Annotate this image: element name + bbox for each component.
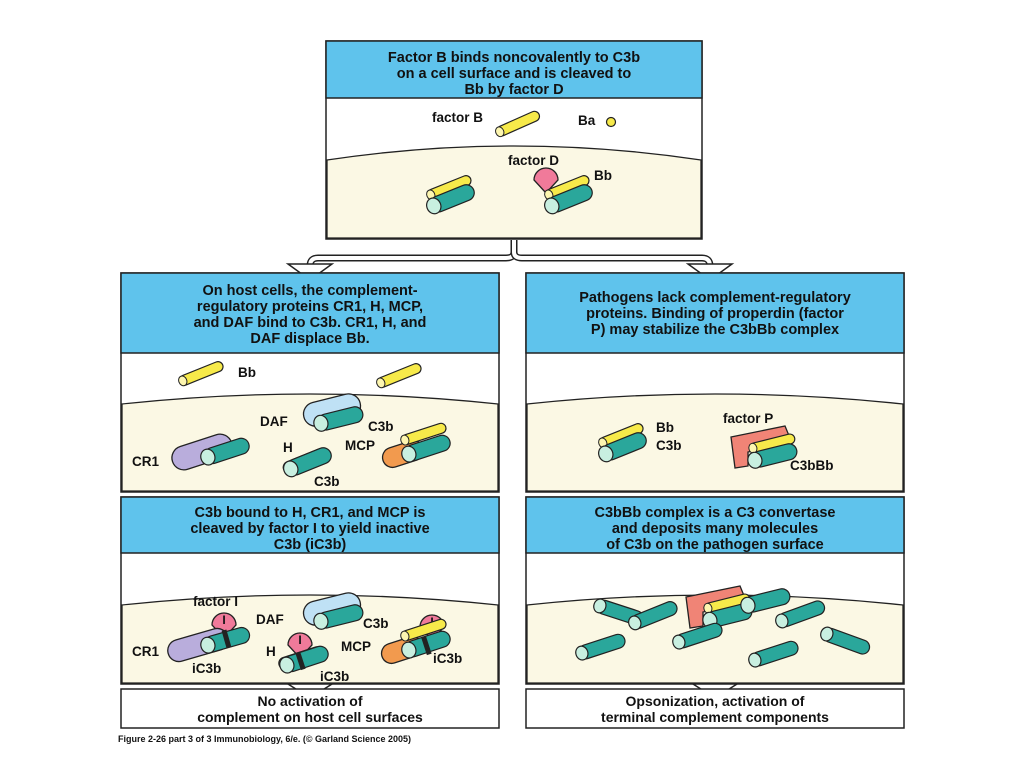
daf-label: DAF (260, 414, 288, 429)
c3b-label-cleavage: C3b (363, 616, 389, 631)
host-result-line-1: No activation of (257, 693, 362, 709)
convertase-panel-title-line-1: C3bBb complex is a C3 convertase (595, 505, 836, 521)
ba-label: Ba (578, 113, 596, 128)
pathogen-panel-title-line-3: P) may stabilize the C3bBb complex (591, 322, 839, 338)
h-label-cleavage: H (266, 644, 276, 659)
factor-d-enzyme (533, 167, 559, 194)
pathogen-panel-title-line-1: Pathogens lack complement-regulatory (579, 290, 851, 306)
top-panel-title-box (325, 40, 703, 99)
cell-surface (326, 145, 702, 239)
daf-c3b-complex (302, 393, 366, 434)
bb-label-host: Bb (238, 365, 256, 380)
pathogen-result-line-1: Opsonization, activation of (626, 693, 805, 709)
host-panel-title-box (120, 272, 500, 354)
pathogen-result-line-2: terminal complement components (601, 709, 829, 725)
host-panel-title-line-4: DAF displace Bb. (250, 331, 369, 347)
mcp-c3b-complex (381, 421, 453, 469)
ic3b-label-mcp: iC3b (433, 651, 462, 666)
factor-p-label: factor P (723, 411, 773, 426)
pathogen-surface (526, 393, 904, 492)
host-panel-title-line-2: regulatory proteins CR1, H, MCP, (197, 299, 423, 315)
cleavage-panel-title-line-2: cleaved by factor I to yield inactive (190, 521, 429, 537)
properdin-complex (730, 425, 800, 471)
factor-i-marker-cr1: I (222, 613, 225, 627)
cleavage-panel: C3b bound to H, CR1, and MCP is cleaved … (120, 496, 500, 685)
bb-label-pathogen: Bb (656, 420, 674, 435)
c3b-label-pathogen: C3b (656, 438, 682, 453)
cr1-c3b-complex (171, 433, 252, 471)
c3bbb-label: C3bBb (790, 458, 834, 473)
factor-i-enzyme-cr1 (211, 612, 237, 639)
cleavage-panel-title-line-3: C3b (iC3b) (274, 537, 347, 553)
arrow-to-host-panel (285, 263, 335, 281)
h-ic3b-complex (277, 643, 331, 676)
host-result-line-2: complement on host cell surfaces (197, 709, 423, 725)
host-cell-surface (121, 393, 499, 492)
mcp-ic3b-complex (380, 617, 453, 665)
factor-i-enzyme-h (287, 632, 313, 659)
ic3b-label-h: iC3b (320, 669, 349, 684)
host-panel-title-line-3: and DAF bind to C3b. CR1, H, and (194, 315, 427, 331)
branch-arrows (285, 240, 735, 281)
ic3b-label-cr1: iC3b (192, 661, 221, 676)
arrow-to-pathogen-panel (685, 263, 735, 281)
pathogen-result-box: Opsonization, activation of terminal com… (525, 688, 905, 729)
pathogen-panel-title-box (525, 272, 905, 354)
mcp-label-cleavage: MCP (341, 639, 371, 654)
top-panel: Factor B binds noncovalently to C3b on a… (325, 40, 703, 240)
bb-label-top: Bb (594, 168, 612, 183)
cleavage-panel-title-line-1: C3b bound to H, CR1, and MCP is (195, 505, 426, 521)
host-panel-title-line-1: On host cells, the complement- (202, 283, 417, 299)
factor-i-label: factor I (193, 594, 238, 609)
top-panel-title-line-1: Factor B binds noncovalently to C3b (388, 50, 640, 66)
cr1-label: CR1 (132, 454, 159, 469)
daf-c3b-complex-cleavage (302, 592, 366, 632)
factor-i-marker-h: I (298, 633, 301, 647)
cr1-label-cleavage: CR1 (132, 644, 159, 659)
cleavage-panel-title-box (120, 496, 500, 554)
figure-caption: Figure 2-26 part 3 of 3 Immunobiology, 6… (118, 734, 411, 744)
convertase-complex (685, 585, 793, 631)
host-result-box: No activation of complement on host cell… (120, 688, 500, 729)
h-c3b-complex (280, 444, 335, 480)
top-panel-title-line-2: on a cell surface and is cleaved to (397, 66, 632, 82)
c3b-label-h: C3b (314, 474, 340, 489)
mcp-label: MCP (345, 438, 375, 453)
ba-fragment (605, 116, 617, 128)
factor-b-label: factor B (432, 110, 483, 125)
host-panel: On host cells, the complement- regulator… (120, 272, 500, 493)
convertase-panel-title-line-2: and deposits many molecules (612, 521, 818, 537)
daf-label-cleavage: DAF (256, 612, 284, 627)
h-label: H (283, 440, 293, 455)
pathogen-panel: Pathogens lack complement-regulatory pro… (525, 272, 905, 493)
pathogen-panel-title-line-2: proteins. Binding of properdin (factor (586, 306, 844, 322)
factor-d-label: factor D (508, 153, 559, 168)
convertase-panel-title-box (525, 496, 905, 554)
c3b-label-daf: C3b (368, 419, 394, 434)
top-panel-title-line-3: Bb by factor D (464, 82, 563, 98)
convertase-panel-title-line-3: of C3b on the pathogen surface (606, 537, 824, 553)
convertase-panel: C3bBb complex is a C3 convertase and dep… (525, 496, 905, 685)
cr1-ic3b-complex (167, 625, 253, 663)
